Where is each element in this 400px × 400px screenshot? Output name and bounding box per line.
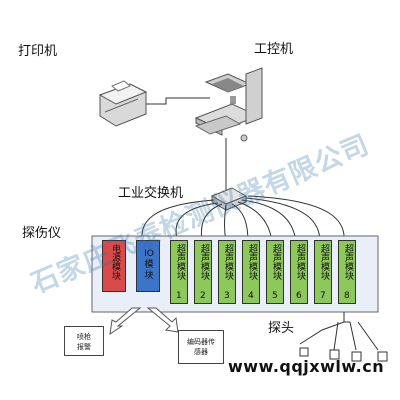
probe-heads <box>299 347 388 362</box>
switch-label: 工业交换机 <box>118 186 184 201</box>
ultrasonic-module-8-label: 超声模块 <box>343 244 353 280</box>
ultrasonic-module-6: 超声模块 6 <box>290 240 308 304</box>
probe-label: 探头 <box>268 321 295 336</box>
ultrasonic-module-6-label: 超声模块 <box>295 244 305 280</box>
printer-icon <box>98 80 148 127</box>
ultrasonic-module-1-label: 超声模块 <box>175 244 185 280</box>
power-module-label: 电源模块 <box>110 244 120 280</box>
ultrasonic-module-6-number: 6 <box>296 291 302 301</box>
alarm-box: 喷枪报警 <box>64 326 104 356</box>
ultrasonic-module-7-label: 超声模块 <box>319 244 329 280</box>
website-url: www.qqjxwlw.cn <box>228 357 385 376</box>
ultrasonic-module-7: 超声模块 7 <box>314 240 332 304</box>
printer-cable <box>140 97 210 105</box>
ultrasonic-module-2-label: 超声模块 <box>199 244 209 280</box>
power-module: 电源模块 <box>102 240 126 292</box>
ultrasonic-module-5-label: 超声模块 <box>271 244 281 280</box>
alarm-label: 喷枪报警 <box>77 333 91 351</box>
printer-label: 打印机 <box>18 44 58 59</box>
ultrasonic-module-4-number: 4 <box>248 291 254 301</box>
ultrasonic-module-1: 超声模块 1 <box>170 240 188 304</box>
ultrasonic-module-2: 超声模块 2 <box>194 240 212 304</box>
io-output-arrows <box>109 307 179 336</box>
ultrasonic-module-1-number: 1 <box>176 291 182 301</box>
ultrasonic-module-8: 超声模块 8 <box>338 240 356 304</box>
detector-label: 探伤仪 <box>22 226 62 241</box>
probe-wiring <box>299 312 379 351</box>
ultrasonic-module-5: 超声模块 5 <box>266 240 284 304</box>
ultrasonic-module-4: 超声模块 4 <box>242 240 260 304</box>
ultrasonic-module-8-number: 8 <box>344 291 350 301</box>
ultrasonic-module-3: 超声模块 3 <box>218 240 236 304</box>
computer-icon <box>194 67 263 142</box>
switch-icon <box>210 187 248 211</box>
ultrasonic-module-2-number: 2 <box>200 291 206 301</box>
ultrasonic-module-3-number: 3 <box>224 291 230 301</box>
io-module: IO模块 <box>136 240 160 292</box>
io-module-label: IO模块 <box>144 249 154 281</box>
ultrasonic-module-3-label: 超声模块 <box>223 244 233 280</box>
ultrasonic-module-5-number: 5 <box>272 291 278 301</box>
ultrasonic-module-4-label: 超声模块 <box>247 244 257 280</box>
ipc-label: 工控机 <box>254 42 294 57</box>
ultrasonic-module-7-number: 7 <box>320 291 326 301</box>
encoder-box: 编码器传感器 <box>178 330 224 364</box>
encoder-label: 编码器传感器 <box>187 338 215 356</box>
